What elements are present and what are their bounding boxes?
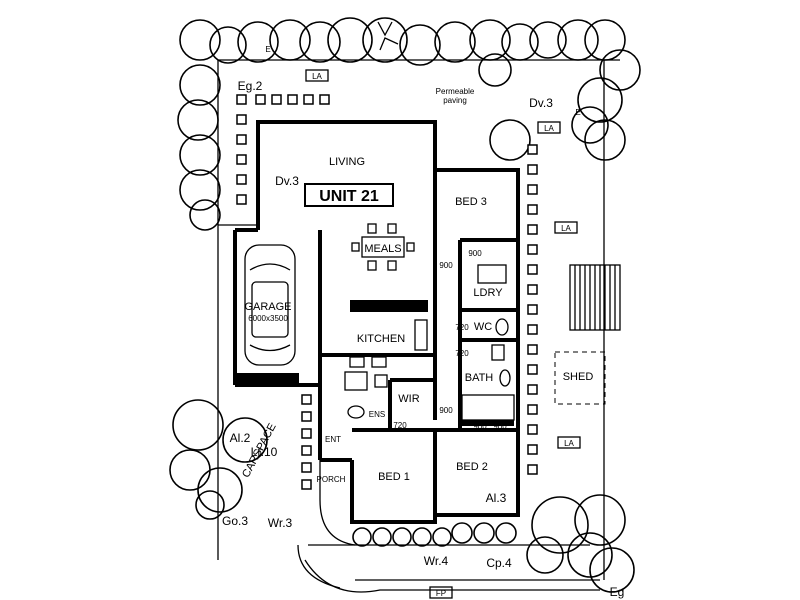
- dimension-mark: 900: [473, 422, 487, 431]
- plant-wr3: Wr.3: [268, 516, 293, 530]
- car-symbol: [235, 244, 299, 383]
- la-tag-bottom: LA: [564, 439, 574, 448]
- stepping-pavers-right: [527, 144, 538, 475]
- dimension-mark: 900: [439, 261, 453, 270]
- room-bed2: BED 2: [456, 461, 488, 473]
- room-wir: WIR: [398, 393, 419, 405]
- driveway: [297, 460, 600, 593]
- room-ldry: LDRY: [473, 287, 503, 299]
- unit-title: UNIT 21: [319, 188, 379, 205]
- dimension-mark: 720: [393, 421, 407, 430]
- dimension-mark: 900: [439, 406, 453, 415]
- trees-bottom-left: [169, 399, 268, 520]
- trees-bottom-right: [526, 494, 635, 593]
- plant-al3: Al.3: [486, 491, 507, 505]
- room-wc: WC: [474, 321, 492, 333]
- dimension-mark: 900: [468, 249, 482, 258]
- room-living: LIVING: [329, 156, 365, 168]
- shed: [554, 264, 621, 405]
- easement-label-right: E: [575, 108, 580, 117]
- ensuite-fittings: [344, 371, 388, 419]
- paving-label: paving: [443, 96, 467, 105]
- la-tag-mid: LA: [561, 224, 571, 233]
- easement-label-top: E: [265, 45, 270, 54]
- stepping-pavers-bottom: [352, 522, 517, 547]
- plant-eg2: Eg.2: [238, 79, 263, 93]
- permeable-label: Permeable: [436, 87, 475, 96]
- garage-dimensions: 6000x3500: [248, 314, 288, 323]
- la-tag-top: LA: [312, 72, 322, 81]
- room-meals: MEALS: [364, 243, 401, 255]
- meals-table: [351, 223, 415, 271]
- carspace-pavers: [301, 394, 312, 490]
- boundary-trees-left: [177, 64, 221, 231]
- dimension-mark: 720: [455, 323, 469, 332]
- boundary-trees-right: [478, 53, 626, 161]
- room-bed1: BED 1: [378, 471, 410, 483]
- plant-go3: Go.3: [222, 514, 248, 528]
- plant-al2: Al.2: [230, 431, 251, 445]
- room-shed: SHED: [563, 371, 594, 383]
- dimension-mark: 900: [493, 422, 507, 431]
- room-bath: BATH: [465, 372, 494, 384]
- wet-area-fittings: [461, 264, 515, 426]
- dimension-mark: 720: [455, 349, 469, 358]
- plant-eg: Eg: [610, 585, 625, 599]
- room-garage: GARAGE: [244, 301, 291, 313]
- plant-lt10: Lt.10: [251, 445, 278, 459]
- plant-cp4: Cp.4: [486, 556, 512, 570]
- stepping-pavers-left: [236, 94, 330, 205]
- plant-dv3-left: Dv.3: [275, 174, 299, 188]
- kitchen-bench: [349, 300, 428, 368]
- plant-dv3-top: Dv.3: [529, 96, 553, 110]
- room-bed3: BED 3: [455, 196, 487, 208]
- entry-label: ENT: [325, 435, 341, 444]
- house-walls: [233, 120, 520, 524]
- room-porch: PORCH: [317, 475, 346, 484]
- la-tag-right: LA: [544, 124, 554, 133]
- unit-title-box: [304, 183, 394, 207]
- fp-tag: FP: [436, 589, 446, 598]
- room-ens: ENS: [369, 410, 385, 419]
- landscape-area-tags: LA LA LA LA FP: [305, 69, 581, 599]
- room-kitchen: KITCHEN: [357, 333, 405, 345]
- plant-wr4: Wr.4: [424, 554, 449, 568]
